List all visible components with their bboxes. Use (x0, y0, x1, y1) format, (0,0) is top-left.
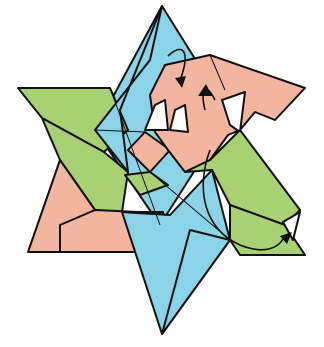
origami-diagram (0, 0, 324, 347)
origami-diagram-svg (0, 0, 324, 347)
